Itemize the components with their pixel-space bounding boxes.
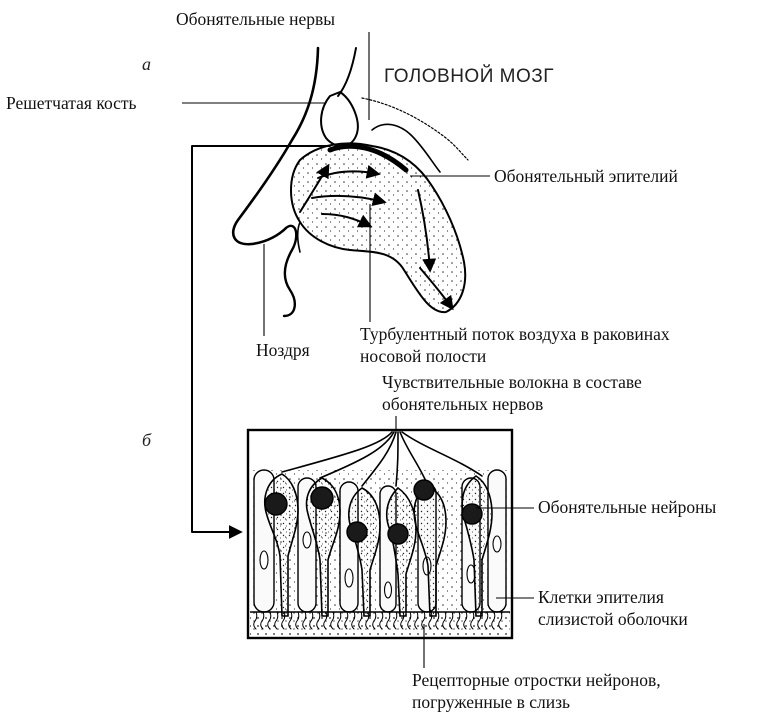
neuron-nucleus xyxy=(264,492,288,516)
label-olfactory-neurons: Обонятельные нейроны xyxy=(538,497,716,517)
neuron-nucleus xyxy=(413,479,435,501)
nerve-fiber xyxy=(281,431,393,473)
nerve-fiber xyxy=(395,431,399,487)
cell-nucleus xyxy=(259,550,269,570)
airflow-arrow xyxy=(419,267,454,311)
nostril-inner xyxy=(296,221,301,253)
cell-nucleus xyxy=(302,531,312,549)
epithelium-panel xyxy=(246,428,514,640)
olfactory-bulb xyxy=(371,123,441,173)
label-turbulent-flow-line2: носовой полости xyxy=(360,346,486,366)
label-turbulent-flow-line1: Турбулентный поток воздуха в раковинах xyxy=(360,324,670,344)
neuron-nucleus xyxy=(387,523,409,545)
airflow-arrow xyxy=(317,164,381,179)
label-nostril: Ноздря xyxy=(256,340,310,360)
label-sensory-fibers-line1: Чувствительные волокна в составе xyxy=(382,372,642,392)
olfactory-epithelium-band xyxy=(327,143,409,173)
neuron-nucleus xyxy=(461,503,483,525)
nerve-fibers xyxy=(281,431,483,487)
label-ethmoid-bone: Решетчатая кость xyxy=(6,93,137,113)
nerve-fiber xyxy=(319,431,395,479)
nasal-cavity-section xyxy=(231,46,469,318)
label-olfactory-epithelium: Обонятельный эпителий xyxy=(494,166,678,186)
airflow-arrow xyxy=(299,163,330,213)
nerve-fiber xyxy=(361,431,397,487)
label-epithelial-cells-line2: слизистой оболочки xyxy=(538,609,688,629)
panel-letter-a: а xyxy=(142,54,151,74)
airflow-arrow xyxy=(321,213,373,228)
brain-label: ГОЛОВНОЙ МОЗГ xyxy=(384,65,554,87)
panel-letter-b: б xyxy=(142,430,152,450)
label-olfactory-nerves: Обонятельные нервы xyxy=(176,9,335,29)
receptor-cilia xyxy=(253,611,503,630)
ethmoid-bone xyxy=(320,91,359,147)
cell-nucleus xyxy=(344,568,354,588)
nostril-outline xyxy=(282,224,298,318)
connector-arrow xyxy=(191,145,331,539)
cell-nucleus xyxy=(383,581,393,599)
neuron-nuclei xyxy=(264,479,483,545)
label-epithelial-cells-line1: Клетки эпителия xyxy=(538,587,664,607)
nerve-fiber xyxy=(401,431,483,477)
brain-outline-dotted xyxy=(361,97,469,161)
cell-nucleus xyxy=(492,535,502,553)
airflow-arrow xyxy=(417,189,437,273)
neuron-nucleus xyxy=(346,521,368,543)
label-sensory-fibers-line2: обонятельных нервов xyxy=(382,394,543,414)
neuron-nucleus xyxy=(310,486,334,510)
skull-edge xyxy=(337,47,357,97)
airflow-arrow xyxy=(311,192,387,207)
label-receptor-processes-line2: погруженные в слизь xyxy=(412,692,570,712)
airflow-arrows xyxy=(299,163,454,311)
nose-profile xyxy=(231,46,320,246)
nasal-cavity xyxy=(290,142,467,314)
label-receptor-processes-line1: Рецепторные отростки нейронов, xyxy=(412,670,661,690)
